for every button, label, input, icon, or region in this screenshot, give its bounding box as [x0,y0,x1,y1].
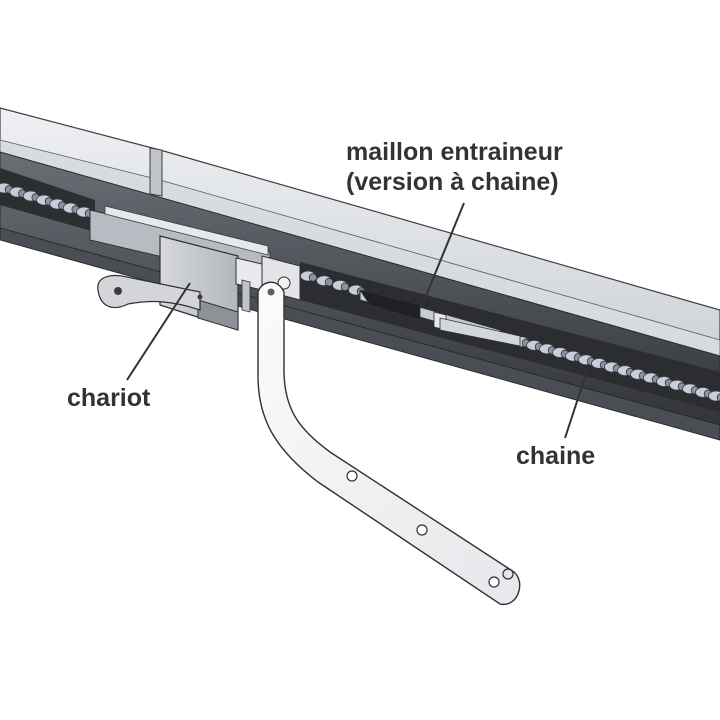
door-arm-hole-1 [346,470,358,482]
door-arm-hole-2 [416,524,428,536]
chain-link-roller [324,278,334,287]
door-arm-hole-3 [488,576,500,588]
door-arm-pivot-hole [267,288,275,296]
chariot-bracket-hole [114,287,122,295]
chariot-slider-top [104,205,269,256]
door-arm-body [257,281,521,605]
label-maillon-entraineur: maillon entraineur (version à chaine) [346,137,563,197]
maillon-entraineur [359,289,521,347]
chariot-block-front [197,299,239,331]
chain-link-roller [716,393,720,402]
door-arm-end-bolt [502,568,514,580]
chain-left-links [0,182,94,218]
door-arm [257,281,521,605]
chain-link-roller [340,282,350,291]
label-maillon-line1: maillon entraineur [346,138,563,166]
rail-end-step [149,147,163,197]
label-chariot: chariot [67,384,151,412]
maillon-plate-right [439,317,521,347]
maillon-slot [359,289,421,321]
rail-top-edge [0,139,720,357]
leader-chaine [564,367,589,439]
chariot-bracket [97,274,201,311]
leader-chariot [126,282,191,381]
label-maillon-line2: (version à chaine) [346,168,559,196]
label-chaine: chaine [516,442,596,470]
chain-link-roller [308,273,318,282]
leader-maillon [420,202,465,309]
chariot-bracket-bolt [197,294,203,300]
leader-lines [126,202,589,439]
chariot-tab-2 [241,279,251,313]
chain-right-links [500,332,720,402]
